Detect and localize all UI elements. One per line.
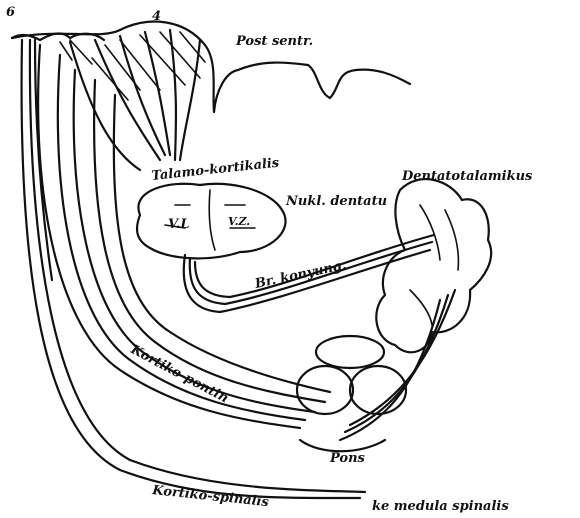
area-4-label: 4 [152,9,161,24]
thalamo-cortical-label: Talamo-kortikalis [151,156,281,184]
dentato-thalamic-label: Dentatotalamikus [401,169,533,184]
thalamus [137,184,286,259]
to-spinal-cord-label: ke medula spinalis [372,499,509,514]
post-central-label: Post sentr. [235,34,313,49]
nucleus-dentatus-label: Nukl. dentatu [285,194,387,209]
pons-label: Pons [329,451,366,466]
vz-label: V.Z. [228,215,250,228]
vl-label: V.L [168,217,189,232]
cerebral-cortex [12,22,410,112]
area-6-label: 6 [6,5,15,20]
pons-fibers [340,290,455,440]
brachium-conjunctivum-label: Br. konyung. [253,258,348,292]
